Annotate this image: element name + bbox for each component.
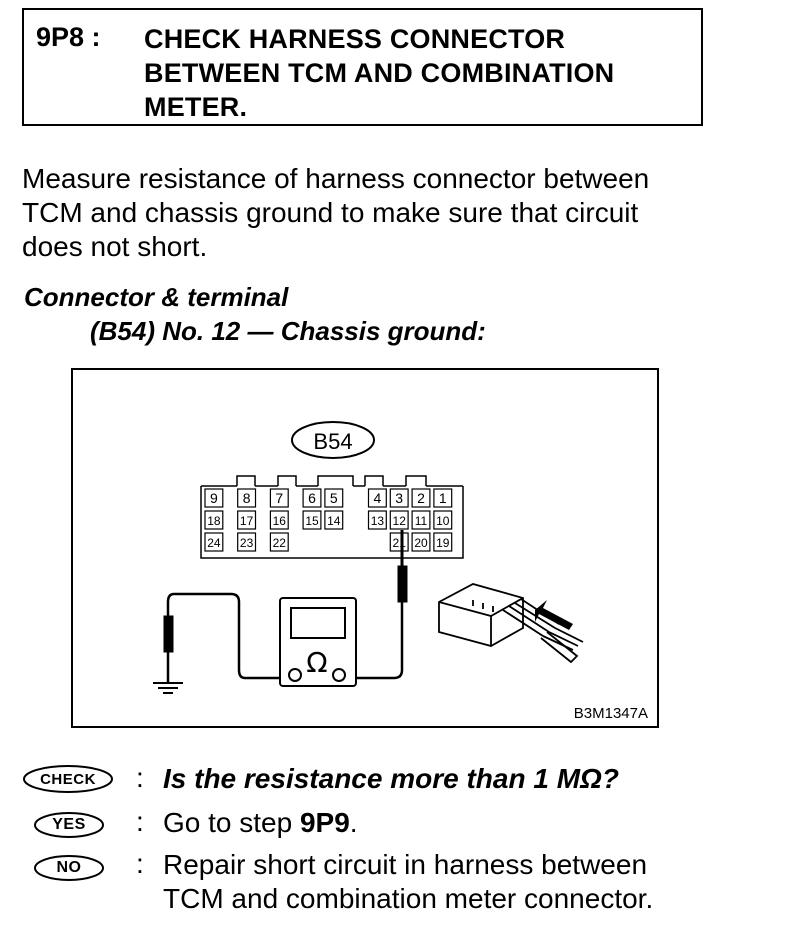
- terminal-cell: [204, 488, 224, 508]
- terminal-label: 23: [240, 536, 254, 550]
- terminal-cell: [269, 488, 289, 508]
- terminal-cell: [269, 532, 289, 552]
- terminal-label: 3: [395, 490, 403, 506]
- connector-terminal-spec: (B54) No. 12 — Chassis ground:: [90, 316, 486, 346]
- terminal-cell: [237, 532, 257, 552]
- no-row: NO : Repair short circuit in harness bet…: [0, 848, 800, 928]
- terminal-cell: [324, 510, 344, 530]
- terminal-cell: [367, 488, 387, 508]
- no-badge-outline: [34, 855, 104, 881]
- terminal-label: 7: [275, 490, 283, 506]
- harness-connector-icon: [438, 583, 584, 664]
- terminal-label: 11: [415, 514, 428, 528]
- yes-badge-label: YES: [52, 816, 86, 833]
- terminal-cell: [433, 488, 453, 508]
- terminal-cell: [389, 510, 409, 530]
- terminal-label: 24: [207, 536, 221, 550]
- check-row: CHECK : Is the resistance more than 1 MΩ…: [0, 760, 800, 800]
- terminal-label: 13: [371, 514, 385, 528]
- check-colon: :: [136, 762, 144, 793]
- terminal-cell: [237, 488, 257, 508]
- terminal-cell: [302, 488, 322, 508]
- instruction-text: Measure resistance of harness connector …: [22, 163, 650, 262]
- step-title: CHECK HARNESS CONNECTOR BETWEEN TCM AND …: [144, 24, 615, 122]
- terminal-cell: [367, 510, 387, 530]
- terminal-label: 22: [273, 536, 287, 550]
- terminal-label: 9: [210, 490, 218, 506]
- yes-colon: :: [136, 806, 144, 837]
- no-colon: :: [136, 848, 144, 879]
- terminal-cell: [411, 510, 431, 530]
- check-badge-outline: [23, 765, 113, 793]
- step-number: 9P8 :: [36, 22, 101, 52]
- no-badge: NO: [33, 853, 105, 883]
- check-badge: CHECK: [22, 764, 114, 794]
- terminal-cell: [389, 488, 409, 508]
- terminal-cell: [269, 510, 289, 530]
- terminal-cell: [411, 532, 431, 552]
- meter-probe-lead: [356, 530, 408, 680]
- terminal-cell: [411, 488, 431, 508]
- probe-arrow-icon: [535, 600, 573, 630]
- ohm-meter: [279, 597, 357, 687]
- terminal-label: 6: [308, 490, 316, 506]
- terminal-cell: [389, 532, 409, 552]
- terminal-label: 18: [207, 514, 221, 528]
- terminal-label: 1: [439, 490, 447, 506]
- terminal-label: 16: [273, 514, 287, 528]
- yes-badge-outline: [34, 812, 104, 838]
- check-badge-label: CHECK: [40, 770, 96, 788]
- terminal-label: 14: [327, 514, 341, 528]
- terminal-cell: [433, 510, 453, 530]
- yes-badge: YES: [33, 810, 105, 840]
- figure-code: B3M1347A: [574, 705, 648, 722]
- terminal-cell: [237, 510, 257, 530]
- b54-ellipse: [291, 421, 375, 459]
- yes-text: Go to step 9P9.: [163, 806, 358, 840]
- yes-text-prefix: Go to step: [163, 807, 300, 838]
- terminal-cell: [204, 510, 224, 530]
- terminal-label: 2: [417, 490, 425, 506]
- terminal-label: 4: [374, 490, 382, 506]
- terminal-cell: [433, 532, 453, 552]
- terminal-cell: [324, 488, 344, 508]
- yes-step-link: 9P9: [299, 807, 350, 838]
- chassis-ground-icon: [153, 682, 183, 694]
- terminal-cell: [302, 510, 322, 530]
- yes-text-suffix: .: [349, 807, 358, 838]
- step-header-box: 9P8 : CHECK HARNESS CONNECTOR BETWEEN TC…: [22, 8, 703, 126]
- connector-b54: [200, 475, 464, 559]
- terminal-label: 20: [414, 536, 428, 550]
- terminal-label: 10: [436, 514, 450, 528]
- terminal-label: 19: [436, 536, 450, 550]
- terminal-label: 5: [330, 490, 338, 506]
- no-badge-label: NO: [56, 859, 82, 876]
- terminal-label: 17: [240, 514, 254, 528]
- terminal-label: 21: [393, 536, 407, 550]
- terminal-label: 8: [243, 490, 251, 506]
- check-question: Is the resistance more than 1 MΩ?: [163, 763, 619, 794]
- ohm-symbol: Ω: [306, 646, 327, 679]
- terminal-cell: [204, 532, 224, 552]
- no-text: Repair short circuit in harness between …: [163, 849, 654, 914]
- terminal-label: 12: [393, 514, 407, 528]
- b54-label: B54: [313, 429, 352, 454]
- ground-lead: [163, 592, 280, 682]
- yes-row: YES : Go to step 9P9.: [0, 806, 800, 846]
- connector-heading: Connector & terminal: [24, 282, 289, 312]
- terminal-label: 15: [305, 514, 319, 528]
